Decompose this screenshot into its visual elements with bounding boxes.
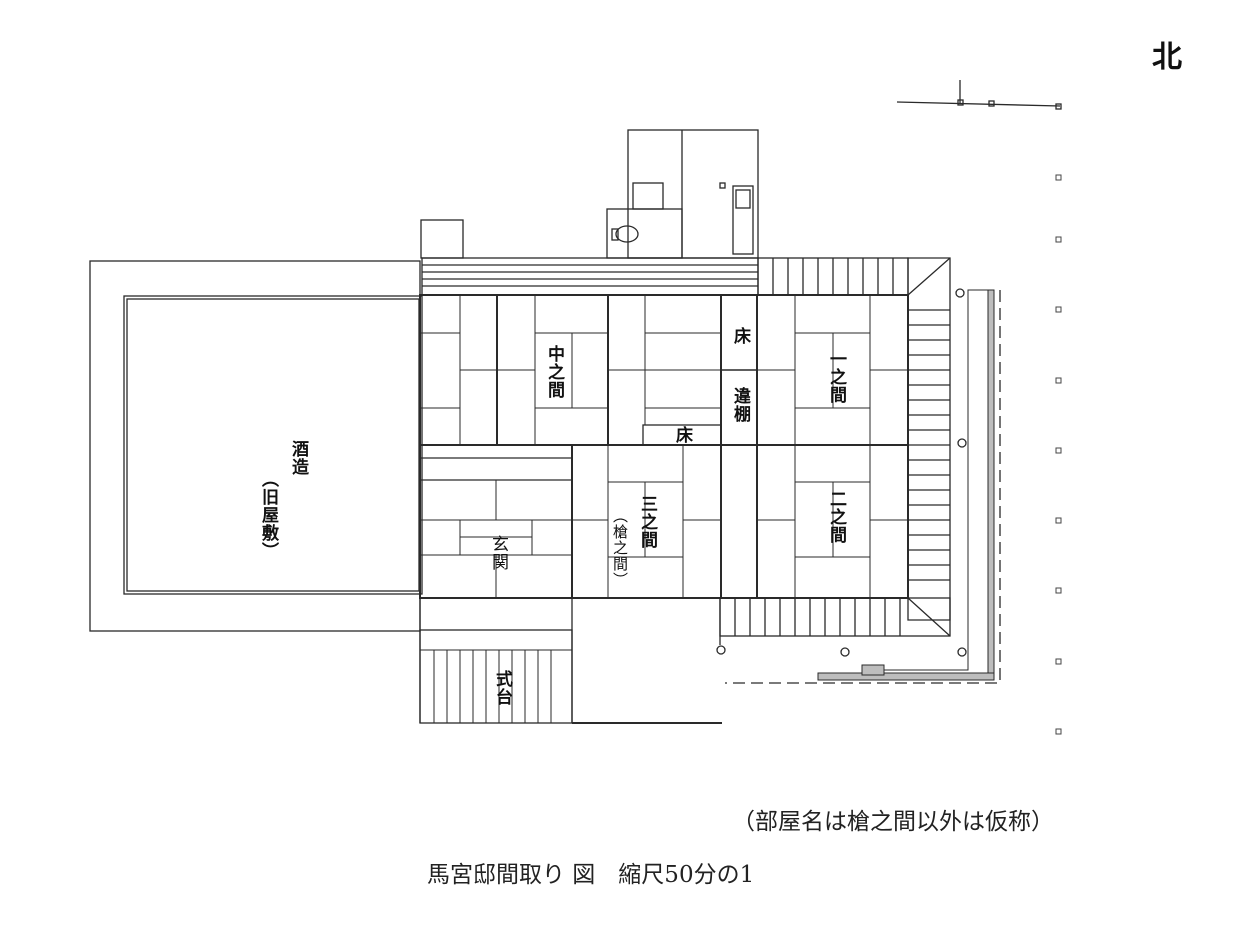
east-veranda-boards	[908, 309, 950, 581]
room-label-chigaidana: 違棚	[730, 387, 750, 423]
room-label-ichi-no-ma: 一之間	[826, 350, 846, 404]
room-label-yari-no-ma: （槍之間）	[611, 508, 629, 588]
tatami-mats	[420, 295, 908, 598]
room-label-toko-1: 床	[730, 327, 750, 345]
sake-brewery-outer-boundary	[89, 260, 421, 632]
bath-block	[627, 129, 759, 259]
room-label-shikidai: 式台	[492, 670, 512, 706]
toilet-icon	[615, 225, 639, 243]
room-label-sake-brewery-sub: （旧屋敷）	[258, 470, 278, 560]
north-corridor	[421, 257, 759, 296]
room-name-note: （部屋名は槍之間以外は仮称）	[732, 809, 1054, 835]
room-label-genkan: 玄関	[488, 535, 508, 571]
room-label-naka-no-ma: 中之間	[544, 345, 564, 399]
small-storage	[420, 219, 464, 259]
room-label-san-no-ma: 三之間	[637, 495, 657, 549]
property-boundary	[725, 290, 1001, 684]
room-label-ni-no-ma: 二之間	[826, 490, 846, 544]
north-indicator: 北	[1152, 40, 1182, 75]
door-icon	[732, 185, 754, 255]
drawing-title: 馬宮邸間取り 図 縮尺50分の1	[427, 862, 755, 888]
corridor-boards	[422, 264, 758, 287]
toko-alcove-2	[642, 424, 722, 446]
east-wall	[881, 289, 994, 681]
room-label-toko-2: 床	[672, 426, 692, 444]
room-label-sake-brewery: 酒造	[288, 440, 308, 476]
